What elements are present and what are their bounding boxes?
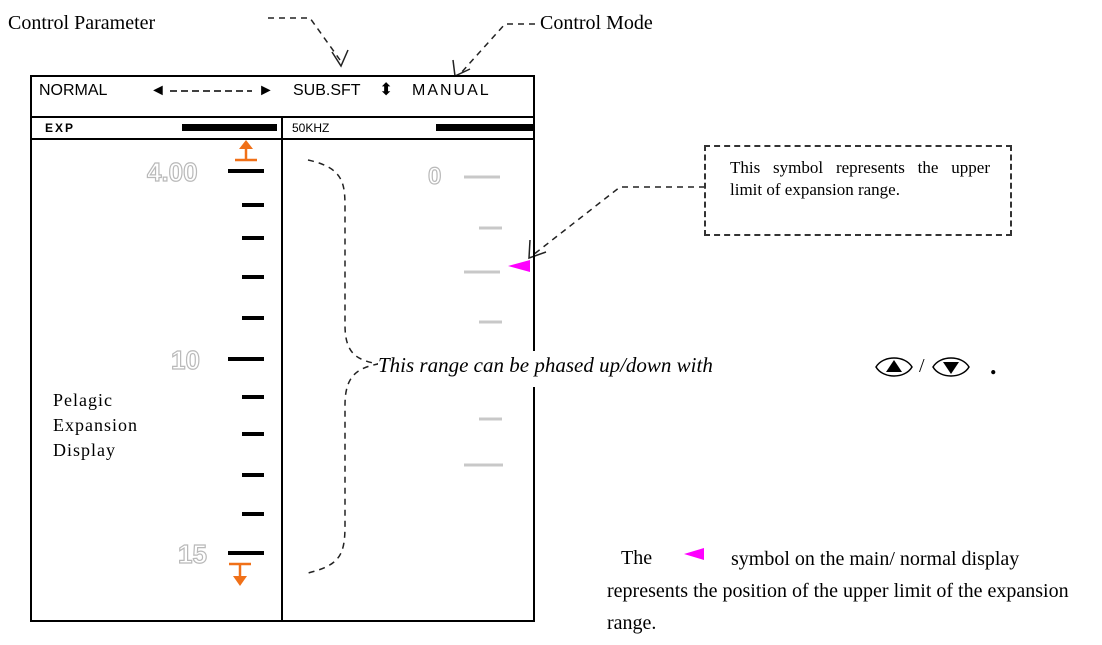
left-scale-mid-label: 10 [170,344,200,375]
left-scale-top-label: 4.00 [146,156,198,187]
phase-range-text: This range can be phased up/down with [378,353,713,377]
position-note-text: symbol on the main/ normal display repre… [607,548,1069,634]
phase-range-note: This range can be phased up/down with / … [378,351,1050,387]
pelagic-label-line: Expansion [53,415,138,435]
pelagic-label-line: Display [53,440,116,460]
sub-shift-parameter: SUB.SFT [293,82,361,99]
phase-end-dot: . [990,351,997,380]
pelagic-expansion-label: Pelagic Expansion Display [53,388,138,463]
mode-normal-label: NORMAL [39,82,108,99]
up-key-icon [875,357,913,377]
frequency-bar [436,124,535,131]
upper-limit-icon [235,140,257,162]
frequency-label: 50KHZ [292,121,330,135]
right-scale-top-label: 0 [427,162,442,190]
position-note-prefix-text: The [621,547,653,569]
lower-limit-icon [229,562,251,586]
exp-bar [182,124,277,131]
left-arrow-icon: ◄ [150,82,166,99]
updown-arrow-icon: ⬍ [379,80,394,99]
control-parameter-callout: Control Parameter [8,12,156,34]
down-key-icon [932,357,970,377]
upper-limit-marker-icon [508,260,530,272]
pelagic-label-line: Pelagic [53,390,113,410]
control-mode-callout: Control Mode [540,12,653,34]
position-marker-icon [684,548,704,560]
left-scale-bottom-label: 15 [177,538,207,569]
right-arrow-icon: ► [258,82,274,99]
exp-label: EXP [45,121,76,135]
phase-separator: / [919,355,925,377]
manual-mode-label: MANUAL [412,82,491,99]
panel-divider [281,116,283,622]
upper-limit-note: This symbol represents the upper limit o… [704,145,1012,236]
